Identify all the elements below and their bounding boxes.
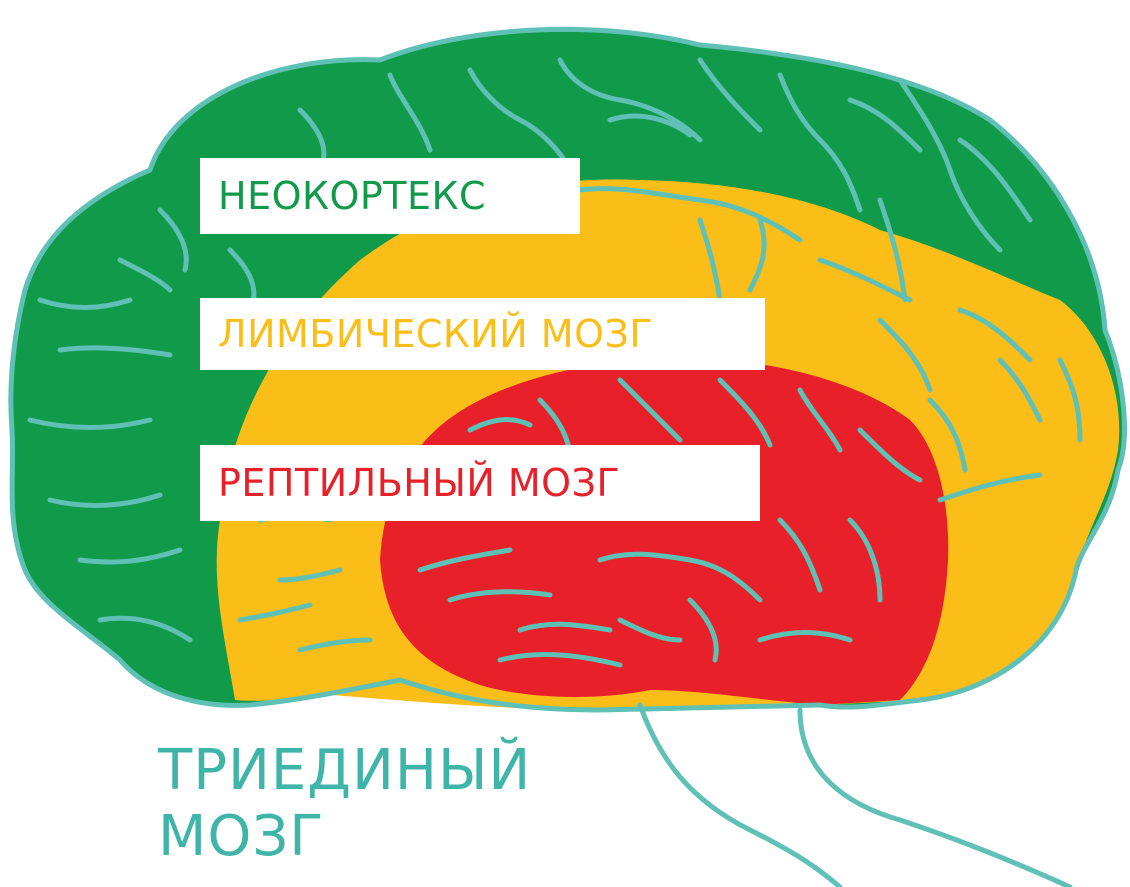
- reptilian-label-text: РЕПТИЛЬНЫЙ МОЗГ: [218, 461, 620, 505]
- reptilian-label: РЕПТИЛЬНЫЙ МОЗГ: [200, 445, 760, 521]
- title-line-2: МОЗГ: [158, 804, 531, 870]
- limbic-label-text: ЛИМБИЧЕСКИЙ МОЗГ: [218, 312, 653, 356]
- limbic-label: ЛИМБИЧЕСКИЙ МОЗГ: [200, 298, 765, 370]
- neocortex-label: НЕОКОРТЕКС: [200, 158, 580, 234]
- neocortex-label-text: НЕОКОРТЕКС: [218, 174, 486, 218]
- diagram-title: ТРИЕДИНЫЙ МОЗГ: [158, 738, 531, 870]
- title-line-1: ТРИЕДИНЫЙ: [158, 738, 531, 804]
